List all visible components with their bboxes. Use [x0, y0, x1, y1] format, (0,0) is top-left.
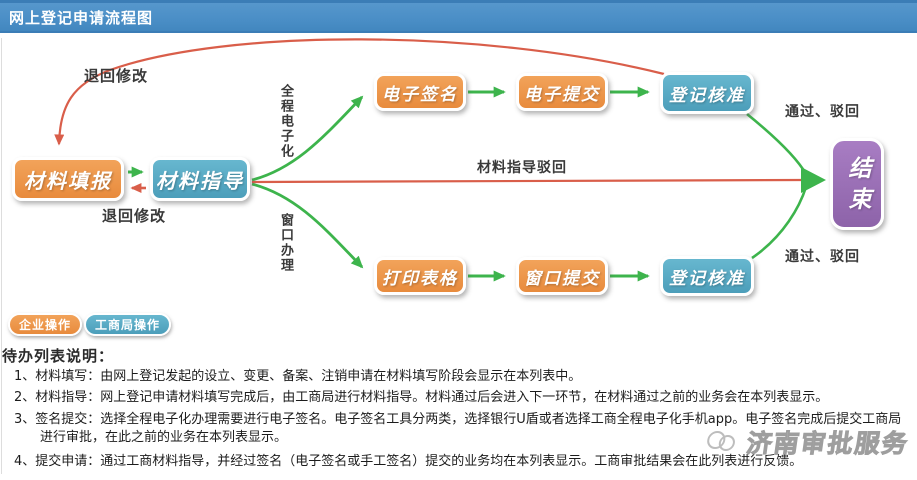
node-reg-approve-top: 登记核准 [660, 72, 754, 114]
node-reg-approve-top-label: 登记核准 [669, 85, 745, 106]
node-material-fill-label: 材料填报 [24, 168, 112, 193]
label-return-modify-top: 退回修改 [84, 67, 149, 85]
label-return-modify-bottom: 退回修改 [102, 207, 167, 225]
node-window-submit: 窗口提交 [516, 257, 608, 295]
node-material-guide-label: 材料指导 [156, 168, 244, 193]
note-item-4: 4、提交申请：通过工商材料指导，并经过签名（电子签名或手工签名）提交的业务均在本… [14, 453, 803, 469]
node-end: 结束 [830, 138, 884, 230]
label-window-mode: 窗口办理 [278, 213, 293, 273]
node-reg-approve-bottom-label: 登记核准 [669, 268, 745, 289]
legend-bureau: 工商局操作 [84, 313, 172, 336]
arrow-branch-window [251, 182, 364, 269]
notes-list: 1、材料填写：由网上登记发起的设立、变更、备案、注销申请在材料填写阶段会显示在本… [14, 368, 910, 474]
legend-bureau-label: 工商局操作 [95, 318, 161, 332]
node-e-submit: 电子提交 [516, 73, 608, 111]
arrow-branch-electronic [251, 95, 364, 182]
node-e-sign-label: 电子签名 [382, 84, 458, 105]
node-window-submit-label: 窗口提交 [524, 268, 600, 289]
node-print-form: 打印表格 [374, 257, 466, 295]
arrow-approve-top-to-end [746, 112, 808, 175]
node-reg-approve-bottom: 登记核准 [660, 256, 754, 296]
legend-enterprise-label: 企业操作 [19, 318, 72, 332]
left-border-line [1, 38, 2, 474]
node-material-guide: 材料指导 [150, 157, 250, 201]
node-end-label: 结束 [844, 156, 870, 218]
node-e-sign: 电子签名 [374, 73, 466, 111]
title-bar: 网上登记申请流程图 [0, 0, 917, 33]
note-item-2: 2、材料指导：网上登记申请材料填写完成后，由工商局进行材料指导。材料通过后会进入… [14, 390, 829, 406]
label-guide-reject: 材料指导驳回 [477, 160, 567, 176]
note-item-1: 1、材料填写：由网上登记发起的设立、变更、备案、注销申请在材料填写阶段会显示在本… [14, 369, 582, 384]
note-item-3: 3、签名提交：选择全程电子化办理需要进行电子签名。电子签名工具分两类，选择银行U… [14, 411, 902, 446]
label-full-electronic: 全程电子化 [278, 84, 293, 159]
arrow-guide-reject [251, 178, 803, 184]
label-pass-reject-top: 通过、驳回 [785, 104, 860, 120]
node-material-fill: 材料填报 [12, 157, 124, 201]
page-title: 网上登记申请流程图 [9, 8, 154, 27]
arrow-end-head [801, 167, 826, 193]
label-pass-reject-bottom: 通过、驳回 [785, 249, 860, 265]
notes-heading: 待办列表说明： [2, 347, 115, 365]
node-print-form-label: 打印表格 [382, 268, 458, 289]
legend-enterprise: 企业操作 [8, 313, 83, 336]
node-e-submit-label: 电子提交 [524, 84, 600, 105]
